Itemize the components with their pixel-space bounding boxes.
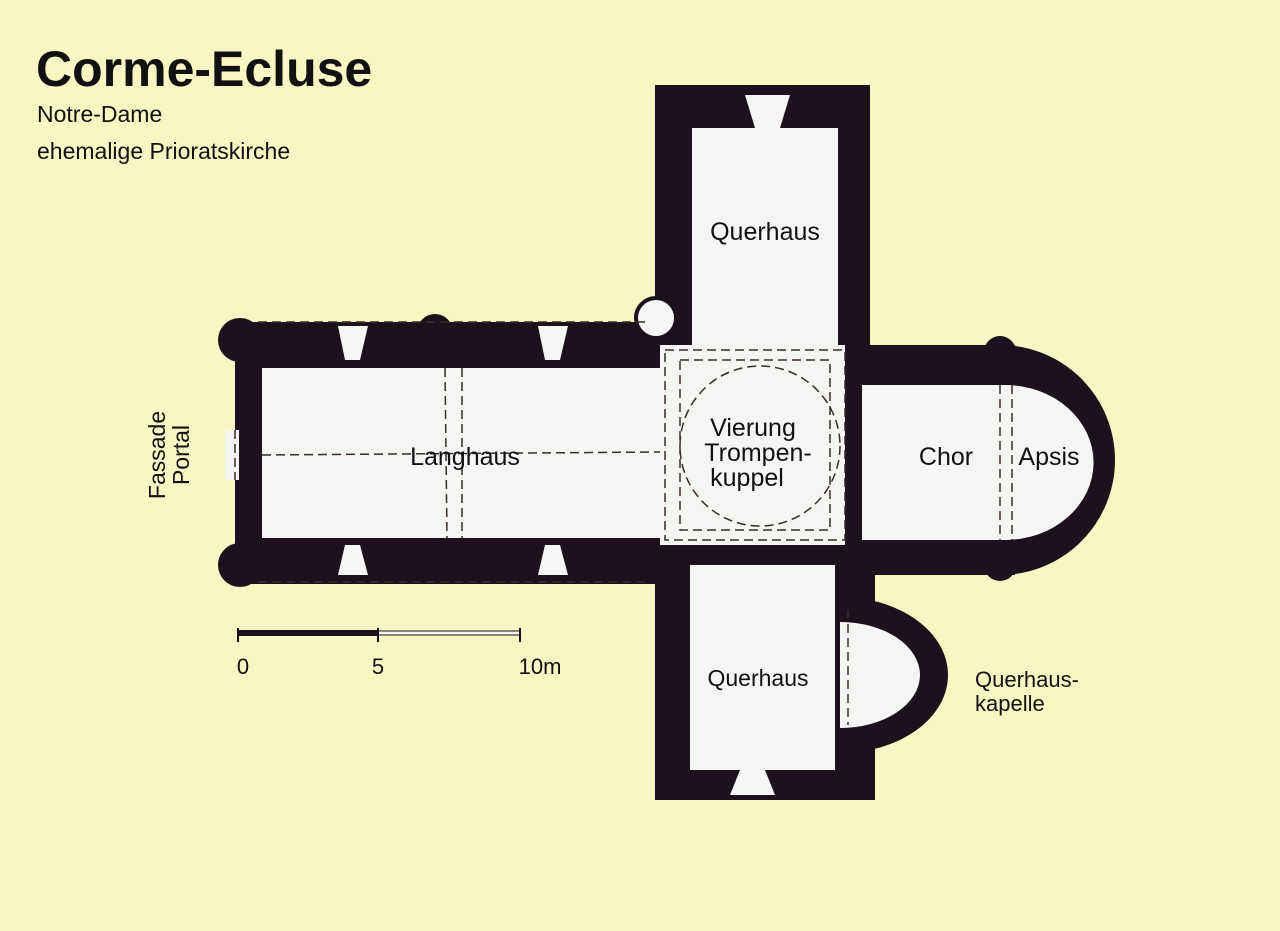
- window: [538, 326, 568, 360]
- scale-tick-5: 5: [372, 654, 384, 679]
- window: [745, 95, 790, 128]
- buttress: [984, 336, 1016, 368]
- scale-tick-10m: 10m: [519, 654, 562, 679]
- scale-tick-0: 0: [237, 654, 249, 679]
- label-facade-1: Fassade: [144, 411, 170, 499]
- dome-circle: [679, 365, 841, 527]
- label-crossing-3: kuppel: [710, 464, 784, 492]
- church-name: Notre-Dame: [37, 101, 163, 127]
- buttress: [984, 549, 1016, 581]
- north-transept-interior: [692, 128, 838, 348]
- buttress: [417, 314, 453, 350]
- apse-interior: [1005, 385, 1094, 540]
- chapel-interior: [840, 622, 920, 728]
- buttress: [218, 543, 262, 587]
- window: [730, 770, 775, 795]
- vault-lines: [234, 321, 1013, 725]
- label-north-transept: Querhaus: [710, 218, 820, 246]
- label-crossing-2: Trompen-: [704, 439, 811, 467]
- label-crossing-1: Vierung: [710, 414, 796, 442]
- page-title: Corme-Ecluse: [36, 41, 373, 97]
- stair-tower: [634, 296, 678, 340]
- facade-label: Fassade Portal: [144, 411, 194, 499]
- buttress: [430, 532, 470, 572]
- label-apse: Apsis: [1018, 443, 1079, 471]
- label-south-transept: Querhaus: [707, 665, 808, 691]
- crossing-interior: [660, 345, 845, 545]
- scale-segment-light: [377, 630, 521, 636]
- label-facade-2: Portal: [168, 425, 194, 485]
- scale-segment-dark: [238, 630, 378, 636]
- buttress: [218, 318, 262, 362]
- window: [338, 545, 368, 575]
- church-description: ehemalige Prioratskirche: [37, 138, 291, 164]
- vault-line: [679, 359, 831, 531]
- vault-line: [444, 367, 448, 539]
- vault-line: [261, 451, 661, 456]
- chapel-walls: [840, 597, 948, 753]
- window: [538, 545, 568, 575]
- window: [338, 326, 368, 360]
- scale-bar: 0 5 10m: [237, 628, 562, 679]
- label-chapel-2: kapelle: [975, 691, 1045, 716]
- portal-opening: [225, 430, 239, 480]
- label-choir: Chor: [919, 443, 973, 471]
- label-nave: Langhaus: [410, 443, 520, 471]
- south-transept-interior: [690, 565, 835, 770]
- label-chapel-1: Querhaus-: [975, 667, 1079, 692]
- choir-interior: [862, 385, 1007, 540]
- vault-line: [664, 349, 846, 541]
